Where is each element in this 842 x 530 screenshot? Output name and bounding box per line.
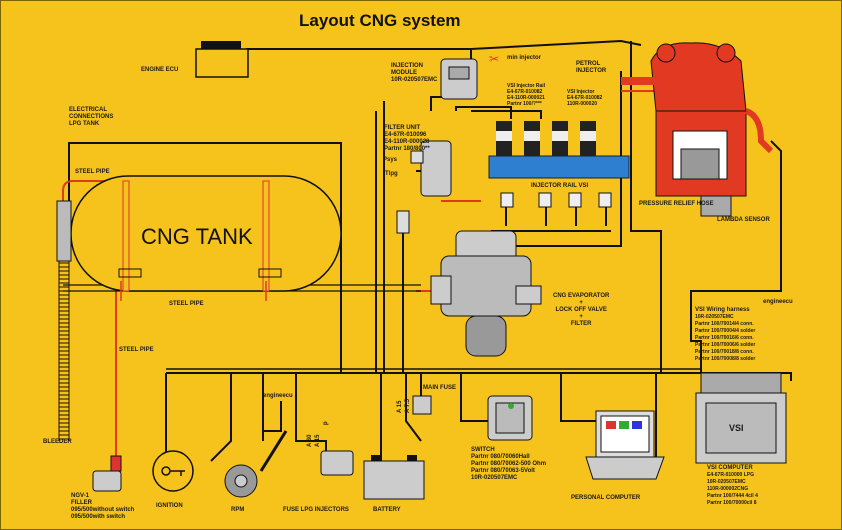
cng-tank bbox=[70, 175, 342, 292]
engine-ecu-right-label: engineecu bbox=[763, 299, 793, 305]
engine-ecu-label: ENGINE ECU bbox=[141, 67, 179, 73]
cng-evaporator bbox=[430, 230, 542, 357]
main-fuse bbox=[412, 395, 432, 415]
vsi-injector-rail-label: VSI Injector Rail E4-67R-010082 E4-110R-… bbox=[507, 83, 546, 107]
main-fuse-label: MAIN FUSE bbox=[423, 385, 456, 391]
pressure-relief-hose-label: PRESSURE RELIEF HOSE bbox=[639, 201, 714, 207]
fuse-lpg-amps-a: A 30 bbox=[307, 434, 313, 447]
steel-pipe-top-label: STEEL PIPE bbox=[75, 169, 110, 175]
psys-label: Psys bbox=[383, 157, 398, 163]
vsi-computer-label: VSI COMPUTER E4-67R-010000 LPG 10R-02050… bbox=[707, 465, 758, 506]
vsi-wiring-harness-label: VSI Wiring harness 10R-020507EMC Partnr … bbox=[695, 307, 756, 362]
engine-block bbox=[621, 42, 774, 217]
bleeder-hose bbox=[56, 200, 72, 441]
injection-module-label: INJECTION MODULE 10R-020507EMC bbox=[391, 63, 438, 83]
rpm-sensor bbox=[224, 430, 288, 498]
battery bbox=[363, 455, 425, 500]
steel-pipe-mid-label: STEEL PIPE bbox=[169, 301, 204, 307]
personal-computer-label: PERSONAL COMPUTER bbox=[571, 495, 641, 501]
switch-device bbox=[487, 395, 533, 441]
cng-evaporator-label: CNG EVAPORATOR + LOCK OFF VALVE + FILTER bbox=[553, 293, 610, 327]
ngv-filler bbox=[92, 455, 122, 492]
engine-ecu-box bbox=[195, 41, 249, 78]
min-injector-label: min injector bbox=[507, 55, 542, 61]
injection-module-box bbox=[440, 58, 478, 100]
vsi-box-label: VSI bbox=[729, 423, 744, 433]
scissors-icon: ✂ bbox=[489, 52, 499, 66]
injector-rail-vsi-label: INJECTOR RAIL VSI bbox=[531, 183, 589, 189]
laptop bbox=[585, 410, 665, 480]
fuse-lpg-injectors-label: FUSE LPG INJECTORS bbox=[283, 507, 349, 513]
main-fuse-amps-a: A 15 bbox=[397, 400, 403, 413]
ignition-label: IGNITION bbox=[156, 503, 183, 509]
switch-label: SWITCH Partnr 080/70060Hall Partnr 080/7… bbox=[471, 447, 547, 481]
fuse-lpg-amps-b: A 15 bbox=[315, 434, 321, 447]
bleeder-label: BLEEDER bbox=[43, 439, 72, 445]
fuse-lpg-amps-c: p bbox=[323, 421, 329, 425]
fuse-lpg bbox=[320, 450, 354, 476]
rpm-label: RPM bbox=[231, 507, 245, 513]
tlpg-label: Tlpg bbox=[385, 171, 398, 177]
filter-unit bbox=[396, 140, 452, 234]
main-fuse-amps-b: A 7.5 bbox=[405, 398, 411, 413]
vsi-injector-label: VSI Injector E4-67R-010082 110R-000020 bbox=[567, 89, 603, 107]
vsi-computer bbox=[695, 372, 787, 464]
cng-tank-label: CNG TANK bbox=[141, 224, 253, 249]
ignition-switch bbox=[152, 450, 194, 492]
steel-pipe-left-label: STEEL PIPE bbox=[119, 347, 154, 353]
petrol-injector-label: PETROL INJECTOR bbox=[576, 61, 607, 74]
diagram-title: Layout CNG system bbox=[299, 11, 461, 30]
battery-label: BATTERY bbox=[373, 507, 401, 513]
engine-ecu-left-label: engineecu bbox=[263, 393, 293, 399]
electrical-connections-label: ELECTRICAL CONNECTIONS LPG TANK bbox=[69, 107, 114, 127]
lambda-sensor-label: LAMBDA SENSOR bbox=[717, 217, 770, 223]
tank-valve-wires bbox=[120, 281, 267, 301]
injector-rail bbox=[488, 121, 630, 208]
filter-unit-label: FILTER UNIT E4-67R-010096 E4-110R-000028… bbox=[384, 125, 430, 152]
ngv-filler-label: NGV-1 FILLER 095/500without switch 095/5… bbox=[71, 493, 135, 520]
